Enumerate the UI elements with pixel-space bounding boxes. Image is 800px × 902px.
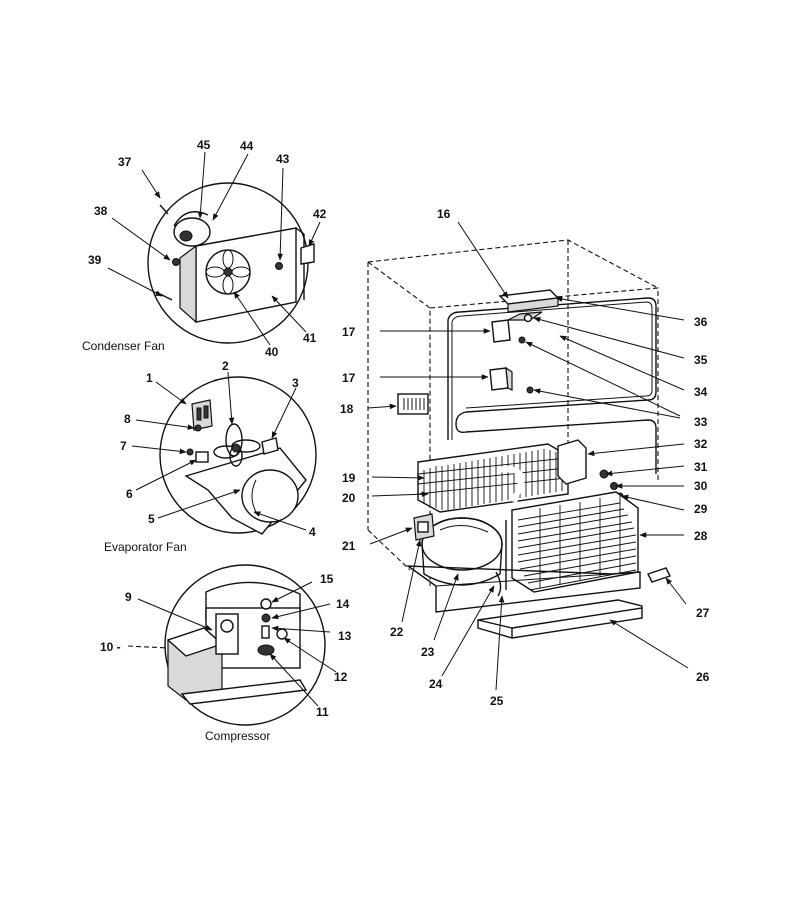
caption-compressor: Compressor — [205, 729, 270, 743]
back-condenser-coil — [417, 443, 569, 513]
condenser-fan-bracket-side — [179, 244, 197, 324]
callout-8: 8 — [124, 412, 131, 426]
callout-1: 1 — [146, 371, 153, 385]
screw-37 — [159, 204, 169, 215]
callout-20: 20 — [342, 491, 356, 505]
callout-17-upper: 17 — [342, 325, 356, 339]
callout-22: 22 — [390, 625, 404, 639]
callout-26: 26 — [696, 670, 710, 684]
callout-18: 18 — [340, 402, 354, 416]
callout-6: 6 — [126, 487, 133, 501]
drain-pan-26 — [477, 599, 643, 639]
bracket-42 — [300, 243, 315, 265]
callout-14: 14 — [336, 597, 350, 611]
screw-7 — [186, 448, 194, 456]
evaporator-fan-detail — [131, 371, 317, 535]
evaporator-clip-6 — [195, 451, 209, 463]
screw-35 — [523, 313, 533, 323]
terminal-11 — [257, 644, 275, 656]
callout-13: 13 — [338, 629, 352, 643]
evaporator-fan-motor — [241, 469, 299, 523]
callout-16: 16 — [437, 207, 451, 221]
condenser-28 — [511, 491, 639, 593]
callout-28: 28 — [694, 529, 708, 543]
callout-42: 42 — [313, 207, 327, 221]
compressor-detail-circle — [164, 564, 326, 726]
callout-37: 37 — [118, 155, 132, 169]
control-box-32 — [557, 439, 587, 485]
callout-11: 11 — [316, 705, 329, 719]
callout-41: 41 — [303, 331, 317, 345]
callout-31: 31 — [694, 460, 708, 474]
caption-evaporator-fan: Evaporator Fan — [104, 540, 187, 554]
condenser-fan-wire — [173, 211, 209, 227]
callout-12: 12 — [334, 670, 348, 684]
callout-44: 44 — [240, 139, 254, 153]
callout-10: 10 - — [100, 640, 121, 654]
callout-19: 19 — [342, 471, 356, 485]
callout-29: 29 — [694, 502, 708, 516]
nut-43 — [275, 262, 283, 270]
screw-38 — [172, 258, 180, 266]
callout-30: 30 — [694, 479, 708, 493]
callout-32: 32 — [694, 437, 708, 451]
terminal-14 — [261, 613, 271, 623]
callout-numbers: 37 45 44 43 42 38 39 40 41 Condenser Fan… — [82, 138, 710, 743]
callout-27: 27 — [696, 606, 710, 620]
back-tubing — [447, 297, 657, 474]
callout-39: 39 — [88, 253, 102, 267]
evaporator-bracket-1 — [191, 399, 213, 431]
bracket-17-upper — [491, 319, 511, 343]
callout-15: 15 — [320, 572, 334, 586]
callout-7: 7 — [120, 439, 127, 453]
callout-43: 43 — [276, 152, 290, 166]
callout-25: 25 — [490, 694, 504, 708]
cabinet-assembly — [367, 221, 689, 691]
callout-45: 45 — [197, 138, 211, 152]
screw-39 — [155, 291, 173, 301]
screw-27 — [647, 567, 671, 583]
terminal-12 — [276, 628, 288, 640]
callout-40: 40 — [265, 345, 279, 359]
evaporator-fan-detail-circle — [159, 376, 317, 534]
callout-35: 35 — [694, 353, 708, 367]
condenser-fan-motor — [173, 217, 211, 247]
callout-38: 38 — [94, 204, 108, 218]
callout-34: 34 — [694, 385, 708, 399]
callout-3: 3 — [292, 376, 299, 390]
condenser-fan-detail — [107, 151, 321, 346]
compressor-detail — [127, 564, 337, 726]
bracket-17-lower — [489, 367, 509, 391]
evaporator-bracket-3 — [261, 437, 279, 455]
screw-33-lower — [526, 386, 534, 394]
callout-17-lower: 17 — [342, 371, 356, 385]
callout-9: 9 — [125, 590, 132, 604]
screw-33-upper — [518, 336, 526, 344]
callout-24: 24 — [429, 677, 443, 691]
callout-5: 5 — [148, 512, 155, 526]
compressor-base — [180, 679, 308, 705]
callout-36: 36 — [694, 315, 708, 329]
callout-21: 21 — [342, 539, 356, 553]
cabinet-edge-top — [367, 239, 659, 289]
tube-24 — [495, 571, 502, 597]
terminal-13 — [261, 625, 270, 639]
callout-4: 4 — [309, 525, 316, 539]
callout-2: 2 — [222, 359, 229, 373]
grommet-15 — [260, 598, 272, 610]
callout-33: 33 — [694, 415, 708, 429]
cabinet-edge-left — [367, 261, 431, 586]
caption-condenser-fan: Condenser Fan — [82, 339, 165, 353]
screw-8 — [194, 424, 202, 432]
callout-23: 23 — [421, 645, 435, 659]
